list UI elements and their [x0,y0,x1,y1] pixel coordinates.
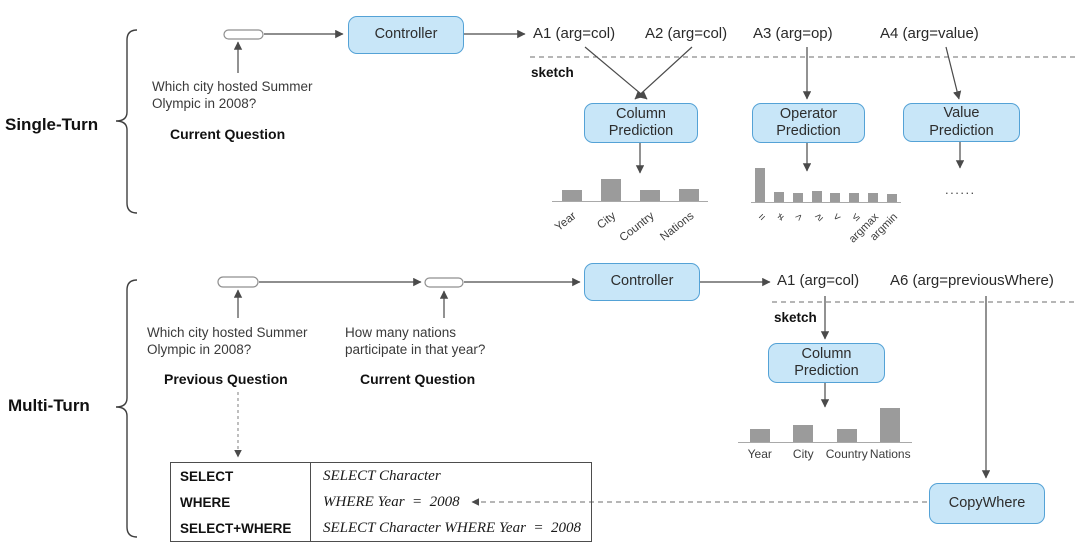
sketch-label-mt: sketch [774,310,817,325]
encoder-state-pill [223,29,264,40]
multi-turn-current-question: How many nations participate in that yea… [345,325,486,358]
value-prediction-box: Value Prediction [903,103,1020,142]
controller-label-mt: Controller [610,273,674,290]
bar-group [738,408,912,442]
single-turn-section-label: Single-Turn [5,115,99,134]
column-prediction-label-mt: Column Prediction [794,345,859,379]
sql-table: SELECT SELECT Character WHERE WHERE Year… [170,462,592,542]
encoder-state-pill [217,276,259,288]
controller-box: Controller [348,16,464,54]
single-turn-brace [115,29,138,214]
encoder-state-pill [424,277,464,288]
chart-axis [751,202,901,203]
bar [849,193,860,202]
bar [880,408,901,442]
bar [749,429,770,442]
sql-row-value: SELECT Character [310,463,591,489]
table-row: SELECT+WHERE SELECT Character WHERE Year… [171,515,591,541]
tick-label: Year [553,210,579,234]
operator-prediction-label: Operator Prediction [776,105,841,139]
chart-axis [552,201,708,202]
arrow-a2-to-column [634,46,693,100]
copywhere-box: CopyWhere [929,483,1045,524]
controller-label: Controller [374,26,438,43]
sql-row-key: WHERE [180,494,231,510]
bar [792,193,803,202]
multi-turn-current-question-caption: Current Question [360,371,476,387]
multi-turn-previous-question: Which city hosted Summer Olympic in 2008… [147,325,308,358]
tick-label: Nations [657,210,696,244]
tick-label: = [755,211,769,225]
value-ellipsis: ...... [945,182,976,197]
bar-group [552,179,708,201]
copywhere-label: CopyWhere [948,494,1026,511]
bar [886,194,897,202]
table-row: SELECT SELECT Character [171,463,591,489]
action-a6-mt: A6 (arg=previousWhere) [890,272,1054,289]
bar [793,425,814,442]
multi-turn-previous-question-caption: Previous Question [164,371,288,387]
arrow-a1-to-column [584,46,648,100]
bar-group [751,168,901,202]
tick-label: ≠ [774,211,788,224]
multi-turn-brace [115,279,138,538]
bar [600,179,621,201]
bar [678,189,699,201]
bar [639,190,660,201]
action-a4: A4 (arg=value) [880,25,979,42]
action-a1-mt: A1 (arg=col) [777,272,860,289]
table-row: WHERE WHERE Year = 2008 [171,489,591,515]
tick-label: City [792,447,814,461]
bar [836,429,857,442]
single-turn-current-question: Which city hosted Summer Olympic in 2008… [152,79,313,112]
sql-row-value: WHERE Year = 2008 [310,489,591,515]
bar [811,191,822,202]
action-a1: A1 (arg=col) [533,25,616,42]
action-a3: A3 (arg=op) [753,25,833,42]
controller-box-mt: Controller [584,263,700,301]
tick-label: > [793,211,807,225]
sql-row-key: SELECT+WHERE [180,520,292,536]
bar [867,193,878,202]
value-prediction-label: Value Prediction [929,105,994,139]
bar [755,168,766,202]
sql-row-value: SELECT Character WHERE Year = 2008 [310,515,591,541]
tick-label: Year [747,447,772,461]
arrow-a4-to-value [945,46,962,100]
column-prediction-label: Column Prediction [608,105,674,139]
tick-label: argmin [867,211,901,244]
tick-label: ≥ [812,211,826,224]
tick-label: < [830,211,844,225]
single-turn-current-question-caption: Current Question [170,126,286,142]
sketch-label: sketch [531,65,574,80]
action-a2: A2 (arg=col) [645,25,728,42]
bar [774,192,785,202]
tick-label: Nations [869,447,911,461]
bar [830,193,841,202]
multi-turn-section-label: Multi-Turn [8,396,90,415]
bar [561,190,582,201]
column-prediction-box: Column Prediction [584,103,698,143]
operator-prediction-box: Operator Prediction [752,103,865,143]
sql-row-key: SELECT [180,468,234,484]
column-prediction-box-mt: Column Prediction [768,343,885,383]
tick-label: Country [825,447,868,461]
chart-axis [738,442,912,443]
